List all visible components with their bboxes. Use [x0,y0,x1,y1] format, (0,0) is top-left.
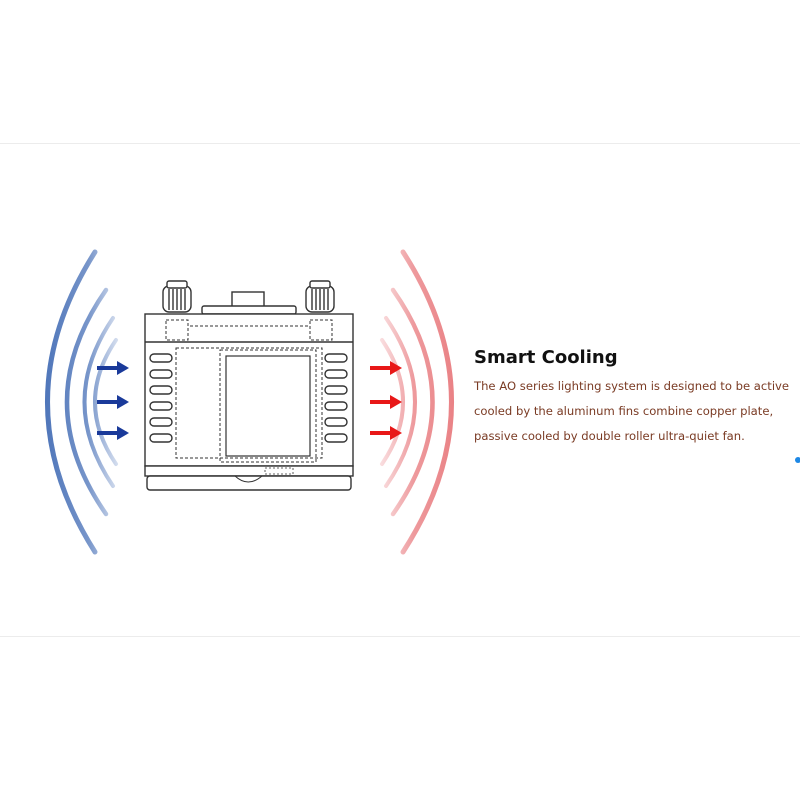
carousel-pager-dot[interactable] [795,457,800,463]
feature-title: Smart Cooling [474,347,618,368]
intake-wave-inner [93,338,118,466]
cooling-unit-drawing [144,280,354,491]
airflow-intake-waves-icon [45,249,118,555]
exhaust-arrow-icon [370,395,402,409]
section-top-divider [0,143,800,144]
feature-description: The AO series lighting system is designe… [474,374,794,449]
device-body [144,313,354,467]
intake-wave-outer [45,249,98,555]
feature-description-line: cooled by the aluminum fins combine copp… [474,404,774,418]
exhaust-arrows [370,361,402,440]
exhaust-wave-outer [400,249,454,555]
feature-description-line: passive cooled by double roller ultra-qu… [474,429,745,443]
right-fins [324,353,348,443]
intake-wave-2 [82,316,115,488]
exhaust-arrow-icon [370,361,402,375]
airflow-exhaust-waves-icon [380,249,454,555]
exhaust-arrow-icon [370,426,402,440]
exhaust-wave-3 [390,287,435,517]
feature-description-line: The AO series lighting system is designe… [474,379,790,393]
device-base [144,465,354,477]
intake-wave-3 [64,287,109,517]
exhaust-wave-inner [380,338,405,466]
intake-arrow-icon [97,361,129,375]
intake-arrows [97,361,129,440]
right-knob-icon [305,280,335,313]
exhaust-wave-2 [384,316,417,488]
intake-arrow-icon [97,426,129,440]
section-bottom-divider [0,636,800,637]
left-knob-icon [162,280,192,313]
left-fins [149,353,173,443]
intake-arrow-icon [97,395,129,409]
